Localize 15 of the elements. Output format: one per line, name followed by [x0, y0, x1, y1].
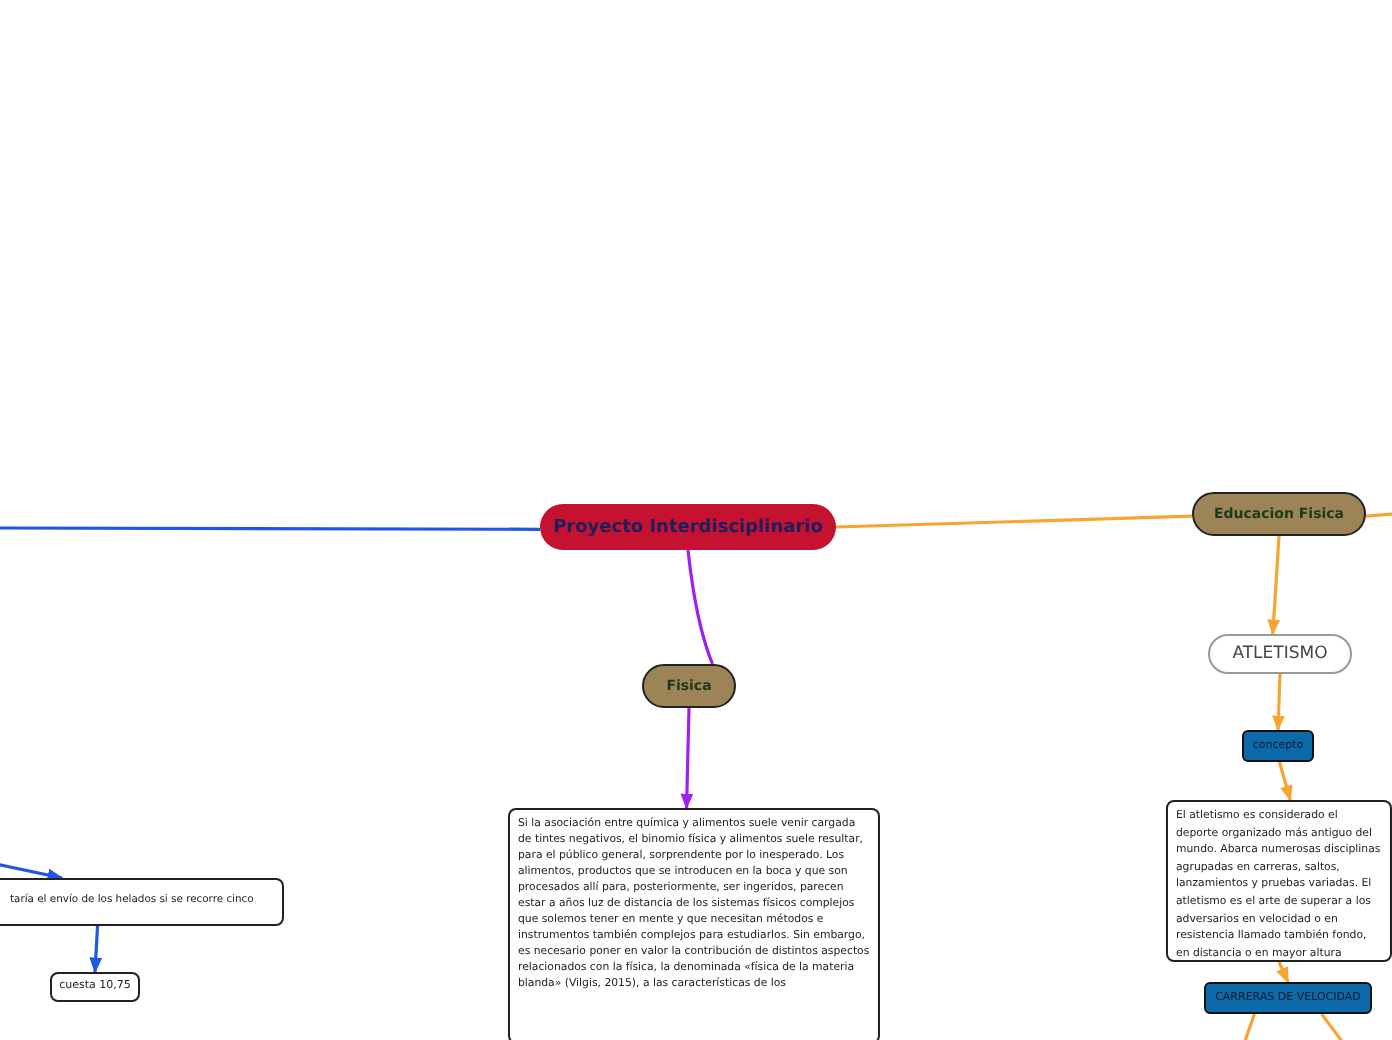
arrow [89, 925, 103, 974]
connector-line [835, 514, 1193, 529]
arrow [1267, 535, 1281, 636]
connector-line [1365, 512, 1392, 518]
arrow [1277, 761, 1293, 802]
central-topic: Proyecto Interdisciplinario [540, 504, 836, 550]
arrow [1276, 961, 1290, 984]
connector-line [1320, 1013, 1346, 1040]
arrow [1272, 673, 1285, 732]
connector-line [0, 526, 540, 531]
connector-line [1242, 1013, 1256, 1040]
connector-line [686, 549, 714, 665]
subtopic-pill: ATLETISMO [1208, 634, 1352, 674]
arrow [680, 707, 694, 810]
arrow [0, 862, 64, 882]
